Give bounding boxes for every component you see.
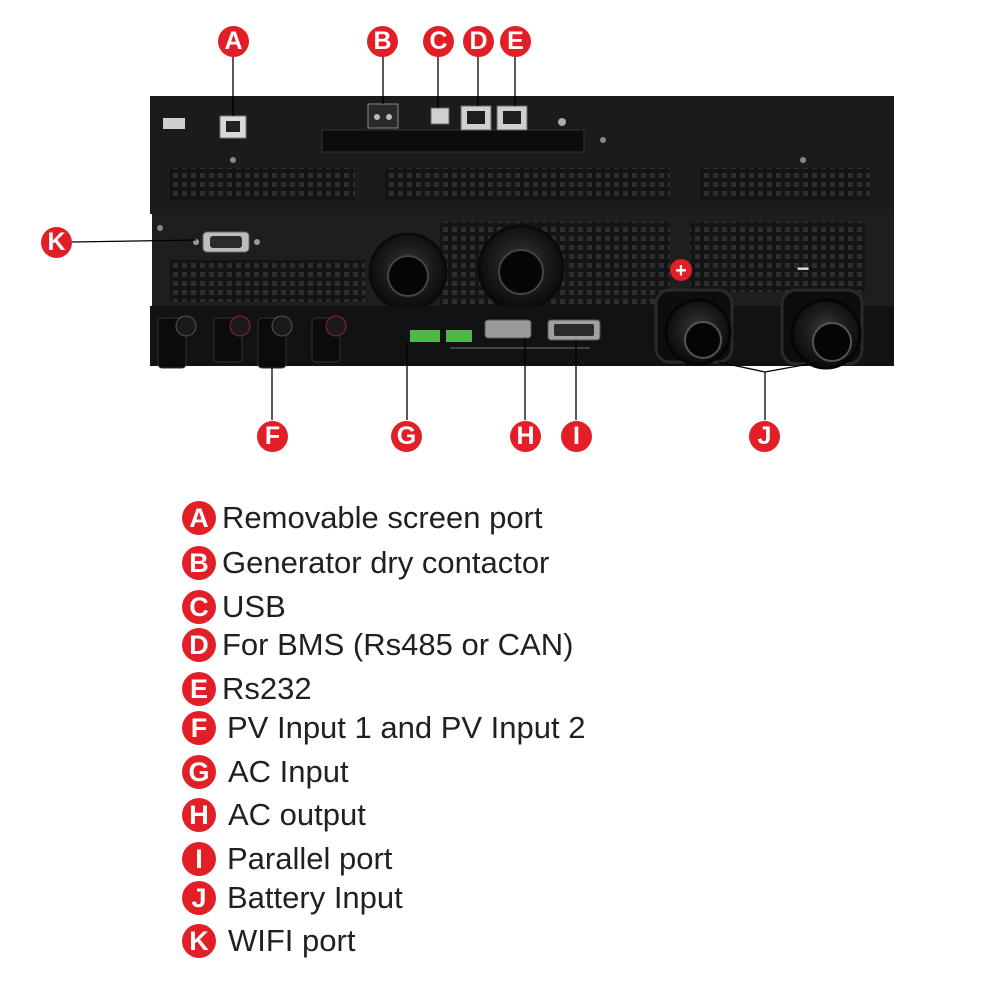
positive-mark: + — [675, 260, 687, 282]
legend-badge: C — [182, 590, 216, 624]
leader-lines — [71, 56, 821, 420]
wifi-db9-socket — [210, 236, 242, 248]
callout-b: B — [367, 26, 398, 57]
parallel-db15-socket — [554, 324, 594, 336]
legend-label: Removable screen port — [222, 500, 543, 535]
legend-badge: H — [182, 798, 216, 832]
screw — [558, 118, 566, 126]
legend-label: Generator dry contactor — [222, 545, 550, 580]
legend-label: PV Input 1 and PV Input 2 — [227, 710, 586, 745]
legend-badge: E — [182, 672, 216, 706]
lower-vent-right — [690, 222, 865, 292]
legend-item-b: B Generator dry contactor — [182, 545, 549, 581]
ac-cable-gland-1-bore — [387, 255, 429, 297]
terminal-screw — [374, 114, 380, 120]
callout-i: I — [561, 421, 592, 452]
upper-vent-left — [170, 168, 355, 200]
negative-mark: − — [797, 256, 810, 281]
legend-item-a: A Removable screen port — [182, 500, 543, 536]
legend-label: USB — [222, 589, 286, 624]
pv-connector-cap — [271, 315, 293, 337]
legend-badge: I — [182, 842, 216, 876]
legend-badge: F — [182, 711, 216, 745]
bms-rj45-socket — [467, 111, 485, 124]
legend-item-i: I Parallel port — [182, 841, 392, 877]
battery-gland-negative-bore — [812, 322, 852, 362]
callout-e: E — [500, 26, 531, 57]
legend-label: Parallel port — [227, 841, 393, 876]
ac-output-db9-port — [484, 319, 532, 339]
ac-terminal-block-2 — [446, 330, 472, 342]
callout-g: G — [391, 421, 422, 452]
callout-a: A — [218, 26, 249, 57]
inverter-rear-panel: + − — [71, 56, 894, 420]
callout-h: H — [510, 421, 541, 452]
callout-d: D — [463, 26, 494, 57]
legend-badge: B — [182, 546, 216, 580]
callout-j: J — [749, 421, 780, 452]
legend-item-h: H AC output — [182, 797, 366, 833]
positive-mark-icon — [670, 259, 692, 281]
dry-contact-terminal — [367, 103, 399, 129]
screw — [800, 157, 806, 163]
legend-item-d: D For BMS (Rs485 or CAN) — [182, 627, 573, 663]
legend-label: WIFI port — [228, 923, 356, 958]
legend-item-e: E Rs232 — [182, 671, 312, 707]
legend-label: Battery Input — [227, 880, 403, 915]
rs232-rj45-socket — [503, 111, 521, 124]
legend-label: AC Input — [228, 754, 349, 789]
legend-item-g: G AC Input — [182, 754, 349, 790]
screw — [157, 225, 163, 231]
legend-item-k: K WIFI port — [182, 923, 355, 959]
comm-card-slot — [321, 129, 585, 153]
legend-label: For BMS (Rs485 or CAN) — [222, 627, 574, 662]
screw — [230, 157, 236, 163]
callout-f: F — [257, 421, 288, 452]
pv-connector-cap — [229, 315, 251, 337]
upper-vent-right — [700, 168, 870, 200]
callout-k: K — [41, 227, 72, 258]
legend-item-f: F PV Input 1 and PV Input 2 — [182, 710, 585, 746]
pv-connector-cap — [175, 315, 197, 337]
pv-connectors — [157, 315, 347, 369]
legend-item-j: J Battery Input — [182, 880, 403, 916]
legend-badge: A — [182, 501, 216, 535]
ac-cable-gland-2-bore — [498, 249, 544, 295]
battery-gland-positive-bore — [684, 321, 722, 359]
legend-badge: J — [182, 881, 216, 915]
legend-label: Rs232 — [222, 671, 312, 706]
lower-vent-left — [170, 260, 365, 302]
legend-item-c: C USB — [182, 589, 286, 625]
upper-vent-mid — [385, 168, 670, 200]
legend-badge: G — [182, 755, 216, 789]
usb-port — [430, 107, 450, 125]
pv-connector-cap — [325, 315, 347, 337]
terminal-screw — [386, 114, 392, 120]
legend-badge: D — [182, 628, 216, 662]
legend-label: AC output — [228, 797, 366, 832]
screw — [254, 239, 260, 245]
screen-port-socket — [226, 121, 240, 132]
ac-terminal-block-1 — [410, 330, 440, 342]
leader-line-k — [71, 239, 197, 243]
legend-badge: K — [182, 924, 216, 958]
callout-c: C — [423, 26, 454, 57]
status-label — [163, 118, 185, 129]
screw — [600, 137, 606, 143]
